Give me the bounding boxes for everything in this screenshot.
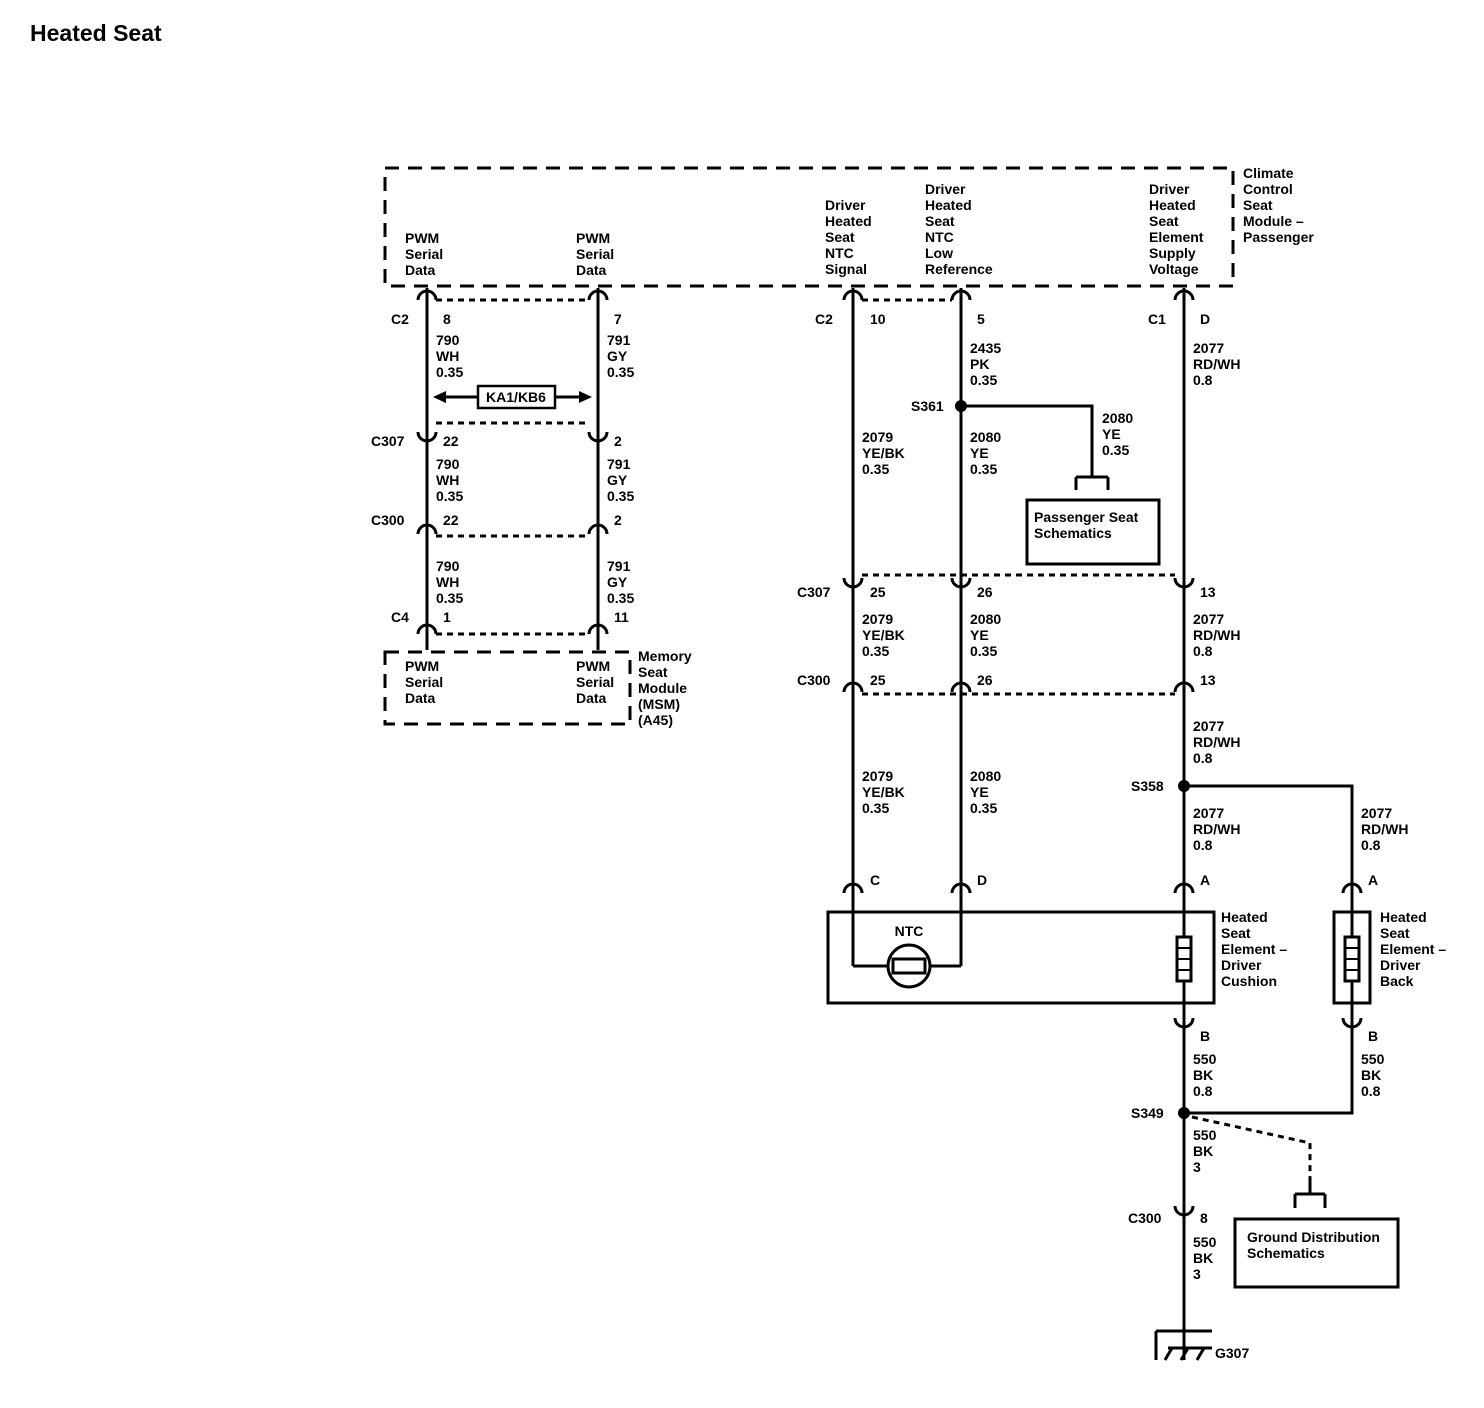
pin-number: 22 [443, 433, 459, 449]
pin-number: 11 [614, 609, 629, 625]
connector-pins [416, 289, 1363, 1217]
pin-number: A [1368, 872, 1378, 888]
connector-c2-left: C2 [391, 311, 409, 327]
ground-label: G307 [1215, 1345, 1249, 1361]
connector-c300-right: C300 [797, 672, 831, 688]
pin-number: 13 [1200, 672, 1216, 688]
pin-number: 25 [870, 584, 886, 600]
splice-dot-s349 [1178, 1107, 1190, 1119]
pin-number: 26 [977, 672, 993, 688]
options-tag-label: KA1/KB6 [486, 389, 546, 405]
connector-c307-left: C307 [371, 433, 405, 449]
pin-number: D [977, 872, 987, 888]
splice-dot-s361 [955, 400, 967, 412]
pin-number: C [870, 872, 880, 888]
pin-number: B [1368, 1028, 1378, 1044]
pin-number: 10 [870, 311, 886, 327]
pin-number: 2 [614, 433, 622, 449]
ground-symbol-icon [1154, 1329, 1212, 1361]
options-tag-box [476, 384, 557, 410]
connector-c1: C1 [1148, 311, 1166, 327]
connector-c300-ground: C300 [1128, 1210, 1162, 1226]
pin-number: 25 [870, 672, 886, 688]
splice-label-s349: S349 [1131, 1105, 1164, 1121]
splice-dot-s358 [1178, 780, 1190, 792]
pin-number: 13 [1200, 584, 1216, 600]
pin-number: 8 [443, 311, 451, 327]
splice-label-s358: S358 [1131, 778, 1164, 794]
pin-number: 26 [977, 584, 993, 600]
page-title: Heated Seat [30, 20, 162, 46]
ntc-label: NTC [895, 923, 924, 939]
ground-distribution-schematics-box[interactable] [1233, 1217, 1400, 1289]
pin-number: 1 [443, 609, 451, 625]
pin-number: 5 [977, 311, 985, 327]
pin-number: B [1200, 1028, 1210, 1044]
pin-number: D [1200, 311, 1210, 327]
pin-number: A [1200, 872, 1210, 888]
memory-seat-module-box [383, 650, 632, 726]
passenger-seat-schematics-box[interactable] [1025, 498, 1161, 566]
pin-number: 22 [443, 512, 459, 528]
connector-c300-left: C300 [371, 512, 405, 528]
climate-control-module-box [383, 166, 1235, 288]
connector-c2-right: C2 [815, 311, 833, 327]
connector-c307-right: C307 [797, 584, 831, 600]
connector-c4: C4 [391, 609, 409, 625]
heated-seat-cushion-box [826, 910, 1216, 1005]
splice-label-s361: S361 [911, 398, 944, 414]
pin-number: 8 [1200, 1210, 1208, 1226]
pin-number: 7 [614, 311, 622, 327]
pwm-serial-data-circuits [425, 288, 600, 650]
pin-number: 2 [614, 512, 622, 528]
